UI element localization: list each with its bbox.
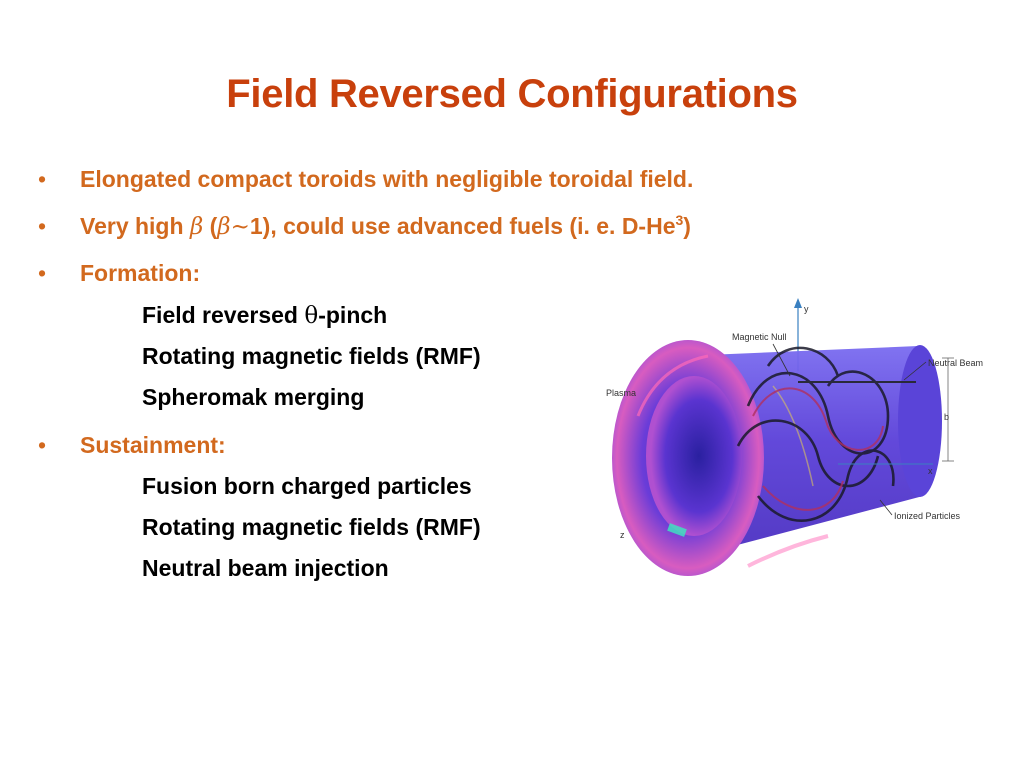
bullet-text: Formation: xyxy=(80,260,201,286)
highlight-stroke xyxy=(636,354,709,417)
bullet-text: Elongated compact toroids with negligibl… xyxy=(80,166,694,192)
bullet-symbol: • xyxy=(38,166,47,192)
bullet-symbol: • xyxy=(38,260,47,286)
beta-symbol: β xyxy=(189,214,204,240)
bullet-sustainment: • Sustainment: xyxy=(38,432,226,459)
bullet-symbol: • xyxy=(38,213,47,239)
sustainment-item-neutral-beam: Neutral beam injection xyxy=(142,555,389,581)
bullet-symbol: • xyxy=(38,432,47,458)
sub-text-pre: Field reversed xyxy=(142,302,305,328)
bullet-text-end: ) xyxy=(683,213,691,239)
neutral-beam-leader xyxy=(903,361,927,381)
tilde-symbol: ~ xyxy=(230,214,250,240)
bullet-high-beta: •Very high β (β~1), could use advanced f… xyxy=(38,212,691,240)
bullet-formation: • Formation: xyxy=(38,260,200,287)
bullet-text: Sustainment: xyxy=(80,432,226,458)
bullet-text-pre: Very high xyxy=(80,213,190,239)
plasma-inner-ring xyxy=(646,376,742,536)
superscript-3: 3 xyxy=(675,212,684,228)
theta-symbol: θ xyxy=(304,303,319,329)
y-axis-arrow xyxy=(794,298,802,308)
sustainment-item-fusion: Fusion born charged particles xyxy=(142,473,472,499)
plasma-label: Plasma xyxy=(606,388,636,398)
formation-item-spheromak: Spheromak merging xyxy=(142,384,365,410)
b-label: b xyxy=(944,412,949,422)
formation-item-rmf: Rotating magnetic fields (RMF) xyxy=(142,343,481,369)
x-axis-label: x xyxy=(928,466,933,476)
ionized-particles-leader xyxy=(879,499,893,516)
magnetic-null-label: Magnetic Null xyxy=(732,332,787,342)
frc-diagram: y x z b Magnetic Null Neutral Beam Plasm… xyxy=(606,298,983,576)
ionized-particles-label: Ionized Particles xyxy=(894,511,961,521)
particle-orbits-red xyxy=(752,387,884,511)
z-axis-label: z xyxy=(620,530,625,540)
beta-symbol: β xyxy=(217,214,231,240)
neutral-beam-label: Neutral Beam xyxy=(928,358,983,368)
formation-item-theta-pinch: Field reversed θ-pinch xyxy=(142,302,387,329)
sub-text-post: -pinch xyxy=(318,302,388,328)
magnetic-null-leader xyxy=(772,343,791,377)
highlight-stroke xyxy=(747,534,829,568)
bullet-text-mid: ( xyxy=(203,213,218,239)
bullet-elongated: • Elongated compact toroids with negligib… xyxy=(38,166,693,193)
particle-orbits xyxy=(736,346,895,522)
y-axis-label: y xyxy=(804,304,809,314)
slide-title: Field Reversed Configurations xyxy=(226,72,798,116)
beam-marker xyxy=(667,523,687,537)
sustainment-item-rmf: Rotating magnetic fields (RMF) xyxy=(142,514,481,540)
bullet-text-post: 1), could use advanced fuels (i. e. D-He xyxy=(249,213,676,239)
